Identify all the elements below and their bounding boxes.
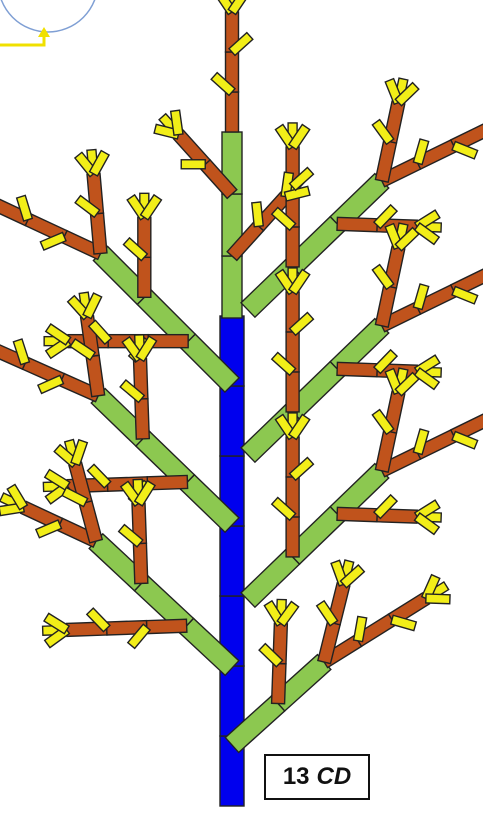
secondary-segment xyxy=(337,362,377,376)
secondary-segment xyxy=(91,213,107,254)
corner-arrow-icon xyxy=(0,27,50,45)
tertiary-segment xyxy=(426,594,450,604)
tertiary-segment xyxy=(181,160,205,169)
secondary-segment xyxy=(272,663,286,703)
secondary-segment xyxy=(337,217,377,231)
secondary-segment xyxy=(133,543,147,583)
corner-circle-icon xyxy=(0,0,98,32)
label-number: 13 xyxy=(283,763,310,791)
secondary-segment xyxy=(138,257,151,297)
tertiary-segment xyxy=(391,615,417,630)
label-suffix: CD xyxy=(317,763,352,791)
stem-segment xyxy=(220,526,244,596)
secondary-segment xyxy=(135,399,149,439)
secondary-segment xyxy=(337,507,377,521)
primary-segment xyxy=(222,256,242,318)
secondary-segment xyxy=(146,619,186,633)
secondary-segment xyxy=(286,227,299,267)
secondary-segment xyxy=(226,92,239,132)
secondary-segment xyxy=(286,372,299,412)
stem-segment xyxy=(220,386,244,456)
tertiary-segment xyxy=(252,202,263,227)
secondary-segment xyxy=(286,517,299,557)
primary-segment xyxy=(241,550,299,607)
